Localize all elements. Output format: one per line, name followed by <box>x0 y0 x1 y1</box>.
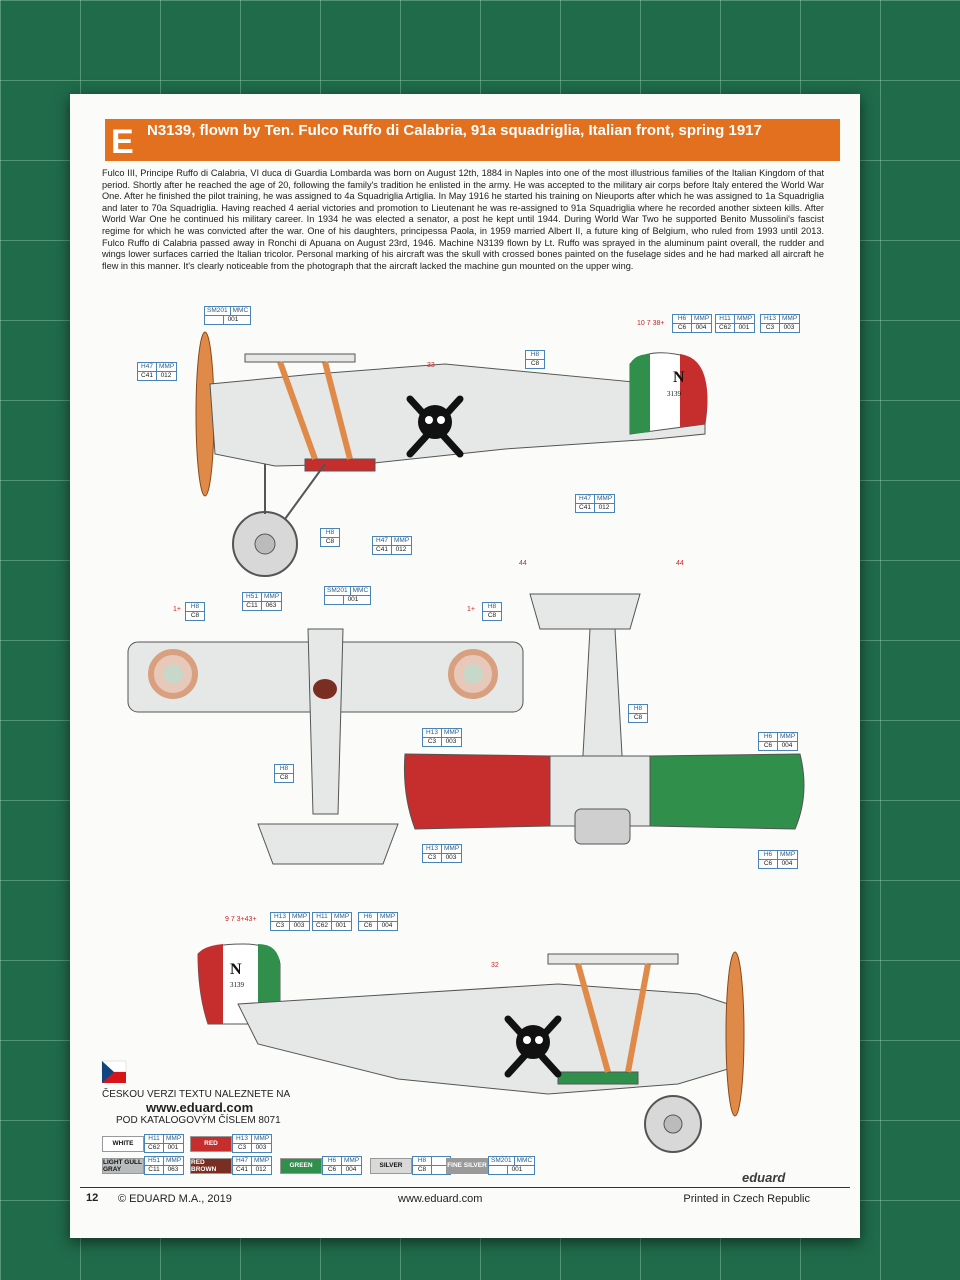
decal-callout: 1+ <box>173 606 181 613</box>
upper-wing <box>244 353 356 363</box>
profile-title: N3139, flown by Ten. Fulco Ruffo di Cala… <box>147 122 762 139</box>
decal-callout: 9 7 3+43+ <box>225 916 257 923</box>
color-chip: FINE SILVER <box>446 1157 488 1174</box>
catalog-line: POD KATALOGOVÝM ČÍSLEM 8071 <box>116 1115 281 1126</box>
upper-wing-left <box>547 953 679 965</box>
color-chip: SILVER <box>370 1157 412 1174</box>
footer-url: www.eduard.com <box>398 1193 483 1205</box>
serial-number: 3139 <box>667 390 682 398</box>
czech-line: ČESKOU VERZI TEXTU NALEZNETE NA <box>102 1089 291 1100</box>
eduard-logo: eduard <box>742 1170 786 1185</box>
czech-flag-icon <box>101 1060 127 1083</box>
side-view-right: N 3139 <box>195 331 708 577</box>
profile-letter: E <box>111 123 134 161</box>
color-chip: RED <box>190 1135 232 1152</box>
bottom-view <box>403 593 805 845</box>
eduard-link[interactable]: www.eduard.com <box>146 1100 254 1115</box>
paint-tag: H8 C8 <box>628 704 648 723</box>
serial-letter-left: N <box>230 961 242 978</box>
fuselage-left <box>237 983 729 1095</box>
paint-tag: H8 C8 <box>482 602 502 621</box>
lower-wing-red <box>304 458 376 472</box>
skull-marking-left <box>504 1015 562 1078</box>
paint-tag: H8 C8 <box>274 764 294 783</box>
decal-callout: 10 7 38+ <box>637 320 665 327</box>
tailplane-top <box>257 823 399 865</box>
color-chip: WHITE <box>102 1135 144 1152</box>
instruction-sheet: E N3139, flown by Ten. Fulco Ruffo di Ca… <box>70 94 860 1238</box>
lower-wing-green <box>557 1071 639 1085</box>
skull-marking <box>406 395 464 458</box>
lower-wing-red-half <box>403 753 551 830</box>
color-chip: LIGHT GULL GRAY <box>102 1157 144 1174</box>
paint-tag: H8 C8 <box>185 602 205 621</box>
top-view <box>127 628 524 865</box>
history-text: Fulco III, Principe Ruffo di Calabria, V… <box>102 168 824 271</box>
decal-callout: 44 <box>519 560 527 567</box>
color-chip: GREEN <box>280 1157 322 1174</box>
bottom-tailplane <box>529 593 641 630</box>
copyright: © EDUARD M.A., 2019 <box>118 1193 232 1205</box>
page-footer: 12 © EDUARD M.A., 2019 www.eduard.com Pr… <box>80 1187 850 1210</box>
color-chip: RED BROWN <box>190 1157 232 1174</box>
serial-number-left: 3139 <box>230 981 245 989</box>
serial-letter: N <box>673 369 685 386</box>
lower-wing-green-half <box>649 753 805 830</box>
page-number: 12 <box>86 1192 99 1204</box>
decal-callout: 32 <box>491 962 499 969</box>
paint-tag: H8 C8 <box>525 350 545 369</box>
propeller <box>195 331 215 497</box>
side-view-left: N 3139 <box>197 943 745 1153</box>
fuselage-top <box>307 628 344 815</box>
printed-in: Printed in Czech Republic <box>683 1193 810 1205</box>
title-banner: E N3139, flown by Ten. Fulco Ruffo di Ca… <box>105 119 840 161</box>
decal-callout: 1+ <box>467 606 475 613</box>
decal-callout: 44 <box>676 560 684 567</box>
paint-tag: H8 C8 <box>320 528 340 547</box>
decal-callout: 33 <box>427 362 435 369</box>
czech-notice: ČESKOU VERZI TEXTU NALEZNETE NA www.edua… <box>102 1089 290 1126</box>
propeller-left <box>725 951 745 1117</box>
